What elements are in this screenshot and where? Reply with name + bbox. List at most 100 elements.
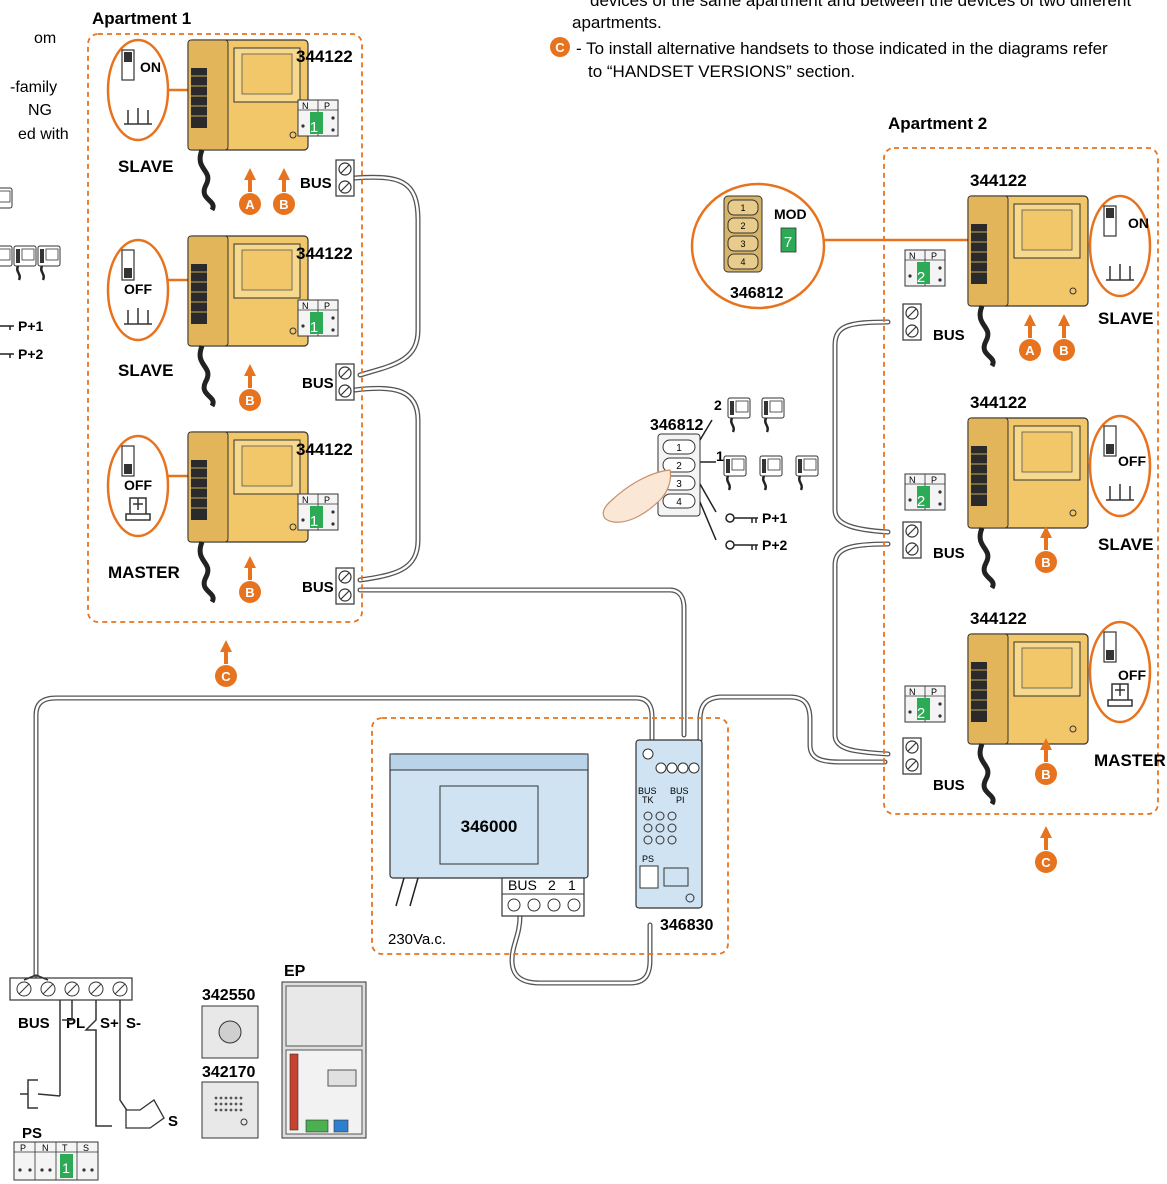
svg-text:N: N <box>302 101 309 111</box>
svg-text:B: B <box>245 585 254 600</box>
svg-text:1: 1 <box>676 443 682 454</box>
svg-text:EP: EP <box>284 963 306 980</box>
apartment1-title: Apartment 1 <box>92 9 191 28</box>
svg-text:N: N <box>302 301 309 311</box>
apartment2-handset-1: 344122 ON SLAVE N P 2 BUS A B <box>902 171 1153 366</box>
svg-text:4: 4 <box>740 257 745 267</box>
apartment2-frame <box>883 147 1159 815</box>
switch-on-icon <box>106 38 170 142</box>
svg-text:BUS: BUS <box>508 877 537 893</box>
svg-text:346000: 346000 <box>461 817 518 836</box>
left-edge-text-2: -family <box>10 79 57 96</box>
left-edge-text-1: om <box>34 30 56 47</box>
svg-text:N: N <box>302 495 309 505</box>
svg-text:SLAVE: SLAVE <box>118 361 173 380</box>
svg-text:344122: 344122 <box>970 171 1027 190</box>
svg-text:P+2: P+2 <box>762 537 788 553</box>
entrance-terminal-block: BUS PL S+ S- PS S <box>9 974 178 1142</box>
svg-text:MOD: MOD <box>774 206 807 222</box>
svg-text:PS: PS <box>22 1125 42 1142</box>
svg-text:1: 1 <box>568 877 576 893</box>
bus-terminal-icon <box>335 159 355 197</box>
svg-text:342170: 342170 <box>202 1064 255 1081</box>
note-c-line1: - To install alternative handsets to tho… <box>576 39 1108 58</box>
note-c-letter: C <box>555 40 565 55</box>
svg-text:2: 2 <box>917 269 925 286</box>
svg-text:S+: S+ <box>100 1015 119 1032</box>
svg-text:A: A <box>245 197 255 212</box>
svg-text:ON: ON <box>140 59 161 75</box>
power-supply-346000: 346000 BUS 2 1 230Va.c. <box>388 753 589 948</box>
svg-text:346812: 346812 <box>730 285 783 302</box>
svg-text:B: B <box>279 197 288 212</box>
svg-text:1: 1 <box>716 448 724 464</box>
left-edge-p2: P+2 <box>18 346 44 362</box>
handset-icon <box>968 634 1088 804</box>
svg-text:P: P <box>324 301 330 311</box>
svg-text:BUS: BUS <box>933 545 965 562</box>
left-edge-text-3: NG <box>28 102 52 119</box>
svg-text:3: 3 <box>740 239 745 249</box>
svg-text:MASTER: MASTER <box>1094 751 1166 770</box>
svg-text:N: N <box>909 251 916 261</box>
svg-text:MASTER: MASTER <box>108 563 180 582</box>
svg-text:344122: 344122 <box>970 609 1027 628</box>
bus-terminal-icon <box>902 521 922 559</box>
svg-text:T: T <box>62 1143 68 1153</box>
svg-text:S: S <box>168 1113 178 1130</box>
svg-text:BUS: BUS <box>638 786 657 796</box>
svg-text:344122: 344122 <box>296 47 353 66</box>
left-edge-key-icon-1 <box>0 325 14 330</box>
bus-terminal-icon <box>335 363 355 401</box>
svg-text:SLAVE: SLAVE <box>1098 309 1153 328</box>
svg-text:4: 4 <box>676 497 682 508</box>
svg-text:P: P <box>324 495 330 505</box>
svg-text:P: P <box>931 475 937 485</box>
apartment1-marker-c-letter: C <box>221 669 231 684</box>
key-icon-p1 <box>725 513 759 524</box>
apartment2-handset-3: 344122 OFF MASTER N P 2 BUS B <box>902 609 1166 804</box>
svg-text:344122: 344122 <box>296 244 353 263</box>
svg-text:1: 1 <box>62 1160 70 1176</box>
note-c-line2: to “HANDSET VERSIONS” section. <box>588 62 855 81</box>
svg-text:PS: PS <box>642 854 654 864</box>
switch-on-icon <box>1088 194 1152 298</box>
left-edge-p1: P+1 <box>18 318 44 334</box>
apartment2-marker-c-letter: C <box>1041 855 1051 870</box>
button-module-342550: 342550 342170 <box>201 987 259 1139</box>
svg-text:B: B <box>1041 555 1050 570</box>
svg-text:2: 2 <box>714 397 722 413</box>
svg-text:S: S <box>83 1143 89 1153</box>
svg-text:BUS: BUS <box>670 786 689 796</box>
svg-text:1: 1 <box>310 119 318 136</box>
bus-terminal-icon <box>335 567 355 605</box>
interface-model-label: 346830 <box>660 917 713 934</box>
svg-text:P: P <box>324 101 330 111</box>
note-line-apartments: apartments. <box>572 13 662 32</box>
entrance-config-jumper: P N T S 1 <box>13 1141 99 1181</box>
svg-text:SLAVE: SLAVE <box>118 157 173 176</box>
svg-text:2: 2 <box>548 877 556 893</box>
svg-text:P: P <box>931 687 937 697</box>
svg-text:2: 2 <box>676 461 682 472</box>
keypad-module: 346812 1 2 3 4 2 1 P+1 P+2 <box>602 396 820 553</box>
left-edge-text-4: ed with <box>18 126 69 143</box>
svg-text:BUS: BUS <box>302 375 334 392</box>
svg-text:BUS: BUS <box>933 327 965 344</box>
svg-text:346812: 346812 <box>650 417 703 434</box>
bus-terminal-icon <box>902 303 922 341</box>
apartment2-title: Apartment 2 <box>888 114 987 133</box>
left-edge-key-icon-2 <box>0 353 14 358</box>
svg-text:A: A <box>1025 343 1035 358</box>
left-edge-handset-icons <box>0 186 62 282</box>
svg-text:P: P <box>931 251 937 261</box>
svg-text:OFF: OFF <box>1118 453 1146 469</box>
svg-text:P+1: P+1 <box>762 510 788 526</box>
svg-text:3: 3 <box>676 479 682 490</box>
svg-text:P: P <box>20 1143 26 1153</box>
svg-text:B: B <box>1041 767 1050 782</box>
module-callout: 1 2 3 4 MOD 7 346812 <box>690 182 985 310</box>
svg-text:342550: 342550 <box>202 987 255 1004</box>
note-c-badge <box>550 37 570 57</box>
svg-text:B: B <box>1059 343 1068 358</box>
